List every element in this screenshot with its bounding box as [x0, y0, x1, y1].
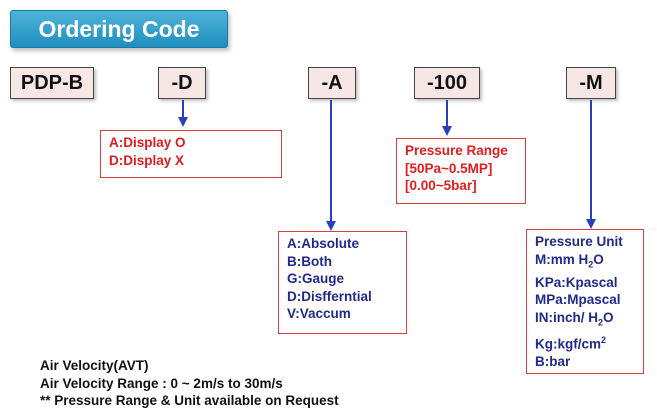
unit-bar: B:bar [535, 353, 571, 369]
notes-block: Air Velocity(AVT) Air Velocity Range : 0… [40, 357, 339, 410]
unit-kgf: Kg:kgf/cm2 [535, 334, 607, 352]
code-m: -M [566, 67, 616, 99]
note-on-request: ** Pressure Range & Unit available on Re… [40, 393, 339, 408]
type-gauge: G:Gauge [287, 271, 345, 286]
type-vacuum: V:Vaccum [287, 306, 351, 321]
unit-kpa: KPa:Kpascal [535, 274, 618, 290]
pressure-range-heading: Pressure Range [405, 143, 508, 158]
note-air-velocity: Air Velocity(AVT) [40, 358, 149, 373]
code-a: -A [308, 67, 356, 99]
code-pdp-b: PDP-B [10, 67, 94, 99]
unit-mpa: MPa:Mpascal [535, 292, 621, 308]
type-differential: D:Disfferntial [287, 288, 372, 304]
pressure-unit-box: Pressure Unit M:mm H2O KPa:Kpascal MPa:M… [526, 229, 644, 374]
ordering-code-title: Ordering Code [10, 10, 228, 48]
note-velocity-range: Air Velocity Range : 0 ~ 2m/s to 30m/s [40, 375, 283, 391]
pressure-range-box: Pressure Range [50Pa~0.5MP] [0.00~5bar] [396, 138, 526, 204]
unit-heading: Pressure Unit [535, 234, 623, 249]
display-option-box: A:Display O D:Display X [100, 130, 282, 178]
pressure-range-pa: [50Pa~0.5MP] [405, 160, 493, 176]
code-100: -100 [414, 67, 480, 99]
type-absolute: A:Absolute [287, 236, 359, 251]
unit-inh2o: IN:inch/ H2O [535, 309, 614, 328]
display-option-d: D:Display X [109, 152, 185, 168]
unit-mmh2o: M:mm H2O [535, 251, 604, 270]
code-d: -D [158, 67, 206, 99]
type-both: B:Both [287, 253, 332, 269]
pressure-type-box: A:Absolute B:Both G:Gauge D:Disfferntial… [278, 231, 407, 334]
display-option-a: A:Display O [109, 135, 186, 150]
pressure-range-bar: [0.00~5bar] [405, 178, 477, 193]
